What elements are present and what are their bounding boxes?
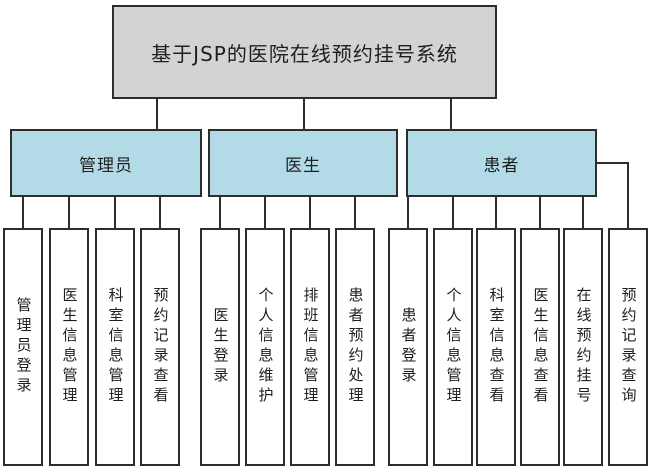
connector-admin-leaf-4 (159, 197, 161, 228)
branch-node-admin-label: 管理员 (79, 155, 133, 176)
connector-patient-leaf-3 (495, 197, 497, 228)
leaf-label: 在线预约挂号 (574, 287, 593, 407)
leaf-node-doctor-info-mgmt: 医生信息管理 (49, 228, 89, 466)
leaf-node-personal-info-maintain: 个人信息维护 (245, 228, 285, 466)
connector-patient-leaf-2 (452, 197, 454, 228)
branch-node-doctor-label: 医生 (285, 155, 321, 176)
leaf-label: 预约记录查询 (619, 287, 638, 407)
branch-node-admin: 管理员 (10, 129, 202, 197)
leaf-node-patient-appointment-handle: 患者预约处理 (335, 228, 375, 466)
leaf-node-patient-login: 患者登录 (388, 228, 428, 466)
leaf-label: 患者预约处理 (346, 287, 365, 407)
leaf-label: 排班信息管理 (301, 287, 320, 407)
leaf-label: 个人信息维护 (256, 287, 275, 407)
connector-patient-elbow-horizontal (596, 162, 629, 164)
leaf-node-schedule-info-mgmt: 排班信息管理 (290, 228, 330, 466)
leaf-node-appointment-record-view: 预约记录查看 (140, 228, 180, 466)
connector-doctor-leaf-3 (309, 197, 311, 228)
connector-doctor-leaf-2 (264, 197, 266, 228)
branch-node-patient-label: 患者 (483, 155, 520, 176)
branch-node-patient: 患者 (406, 129, 597, 197)
leaf-node-appointment-record-query: 预约记录查询 (608, 228, 648, 466)
connector-admin-leaf-1 (22, 197, 24, 228)
leaf-label: 医生信息管理 (60, 287, 79, 407)
leaf-node-admin-login: 管理员登录 (3, 228, 43, 466)
connector-patient-leaf-5 (582, 197, 584, 228)
connector-root-doctor (303, 99, 305, 129)
connector-admin-leaf-3 (114, 197, 116, 228)
root-node-label: 基于JSP的医院在线预约挂号系统 (151, 41, 458, 66)
leaf-node-doctor-login: 医生登录 (200, 228, 240, 466)
leaf-label: 个人信息管理 (444, 287, 463, 407)
root-node: 基于JSP的医院在线预约挂号系统 (112, 5, 497, 99)
leaf-label: 预约记录查看 (151, 287, 170, 407)
connector-doctor-leaf-1 (219, 197, 221, 228)
branch-node-doctor: 医生 (208, 129, 398, 197)
connector-patient-leaf-4 (539, 197, 541, 228)
leaf-node-online-appointment: 在线预约挂号 (563, 228, 603, 466)
leaf-label: 患者登录 (399, 307, 418, 387)
leaf-node-personal-info-mgmt: 个人信息管理 (433, 228, 473, 466)
leaf-label: 科室信息查看 (487, 287, 506, 407)
leaf-node-dept-info-mgmt: 科室信息管理 (95, 228, 135, 466)
connector-doctor-leaf-4 (354, 197, 356, 228)
leaf-label: 医生登录 (211, 307, 230, 387)
leaf-node-dept-info-view: 科室信息查看 (476, 228, 516, 466)
leaf-node-doctor-info-view: 医生信息查看 (520, 228, 560, 466)
leaf-label: 医生信息查看 (531, 287, 550, 407)
connector-root-patient (450, 99, 452, 129)
connector-admin-leaf-2 (68, 197, 70, 228)
leaf-label: 科室信息管理 (106, 287, 125, 407)
leaf-label: 管理员登录 (14, 297, 33, 397)
connector-patient-leaf-1 (407, 197, 409, 228)
connector-root-admin (156, 99, 158, 129)
connector-patient-elbow-vertical (627, 162, 629, 228)
